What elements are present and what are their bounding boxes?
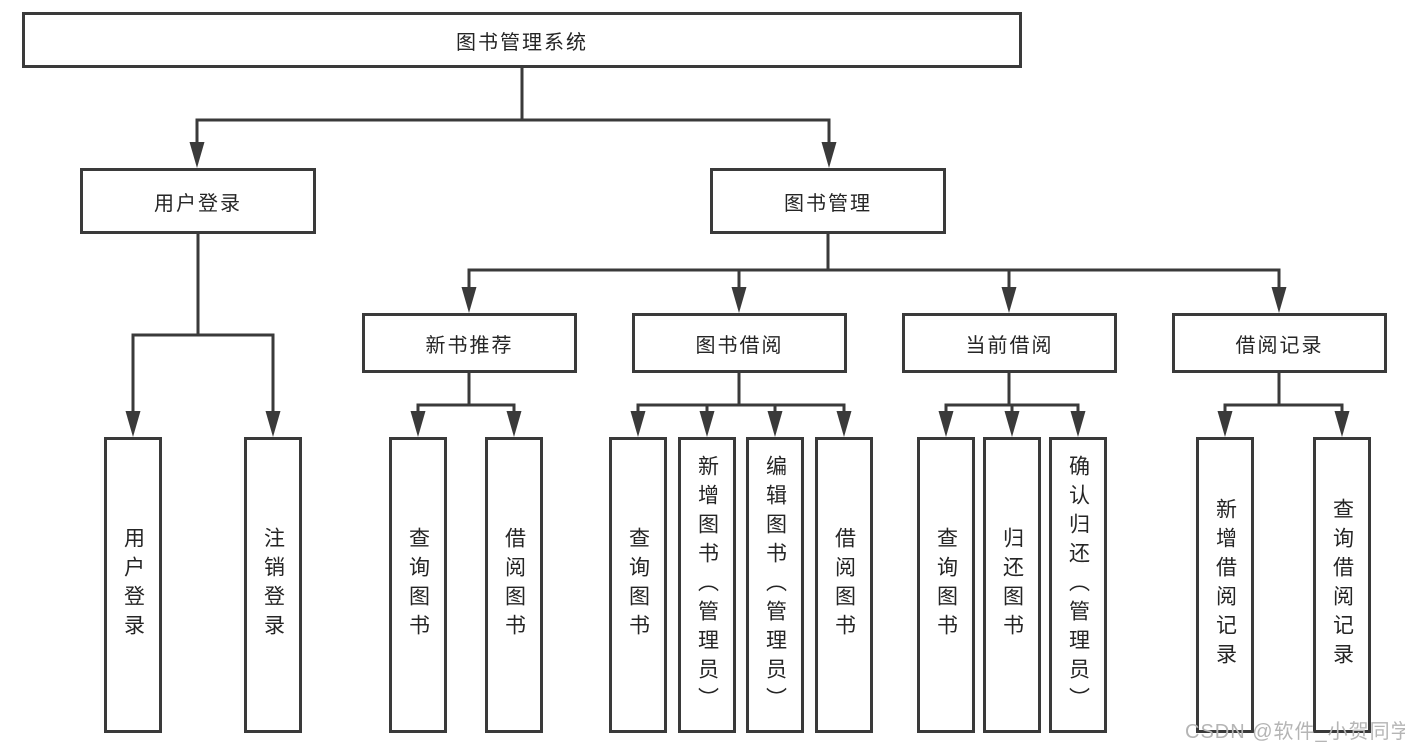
leaf-borrow-books-newbook: 借阅图书 <box>485 437 543 733</box>
node-book-borrow: 图书借阅 <box>632 313 847 373</box>
leaf-user-login: 用户登录 <box>104 437 162 733</box>
node-library-management-system: 图书管理系统 <box>22 12 1022 68</box>
csdn-watermark: CSDN @软件_小贺同学 <box>1185 721 1405 743</box>
leaf-add-borrow-record: 新增借阅记录 <box>1196 437 1254 733</box>
leaf-query-books-borrow: 查询图书 <box>609 437 667 733</box>
edge-borrow-to-leaves <box>636 373 846 414</box>
edge-bookmgmt-to-level3 <box>467 234 1281 291</box>
edge-current-to-leaves <box>944 373 1080 414</box>
node-book-management: 图书管理 <box>710 168 946 234</box>
node-new-book-recommend: 新书推荐 <box>362 313 577 373</box>
leaf-query-books-newbook: 查询图书 <box>389 437 447 733</box>
leaf-confirm-return-admin: 确认归还（管理员） <box>1049 437 1107 733</box>
leaf-query-books-current: 查询图书 <box>917 437 975 733</box>
leaf-add-books-admin: 新增图书（管理员） <box>678 437 736 733</box>
leaf-logout: 注销登录 <box>244 437 302 733</box>
leaf-edit-books-admin: 编辑图书（管理员） <box>746 437 804 733</box>
edge-newbook-to-leaves <box>416 373 516 414</box>
leaf-query-borrow-record: 查询借阅记录 <box>1313 437 1371 733</box>
leaf-borrow-books: 借阅图书 <box>815 437 873 733</box>
arrowheads <box>125 142 1350 437</box>
edge-userlogin-to-leaves <box>131 234 275 413</box>
node-borrow-records: 借阅记录 <box>1172 313 1387 373</box>
edge-records-to-leaves <box>1223 373 1344 414</box>
leaf-return-books: 归还图书 <box>983 437 1041 733</box>
node-user-login: 用户登录 <box>80 168 316 234</box>
node-current-borrow: 当前借阅 <box>902 313 1117 373</box>
edge-root-to-level2 <box>195 68 831 146</box>
